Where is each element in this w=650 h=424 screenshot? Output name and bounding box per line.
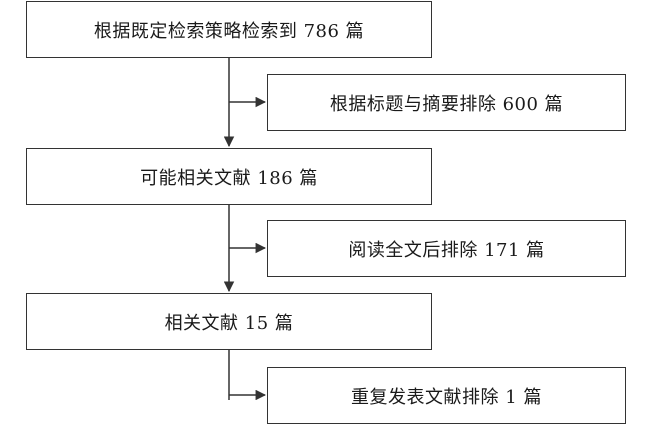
exclusion-label-duplicate: 重复发表文献排除 1 篇 [351,386,542,408]
step-label-search: 根据既定检索策略检索到 786 篇 [93,20,365,42]
connector-layer [223,58,267,400]
step-label-possible: 可能相关文献 186 篇 [140,167,318,189]
exclusion-label-full-text: 阅读全文后排除 171 篇 [348,239,545,261]
step-box-relevant: 相关文献 15 篇 [26,293,432,350]
exclusion-box-full-text: 阅读全文后排除 171 篇 [267,220,626,277]
step-box-possible: 可能相关文献 186 篇 [26,148,432,205]
literature-screening-flowchart: 根据既定检索策略检索到 786 篇 根据标题与摘要排除 600 篇 可能相关文献… [26,1,626,424]
exclusion-box-title-abstract: 根据标题与摘要排除 600 篇 [267,74,626,131]
step-box-search: 根据既定检索策略检索到 786 篇 [26,1,432,58]
exclusion-box-duplicate: 重复发表文献排除 1 篇 [267,367,626,424]
step-label-relevant: 相关文献 15 篇 [164,312,294,334]
exclusion-label-title-abstract: 根据标题与摘要排除 600 篇 [329,93,564,115]
